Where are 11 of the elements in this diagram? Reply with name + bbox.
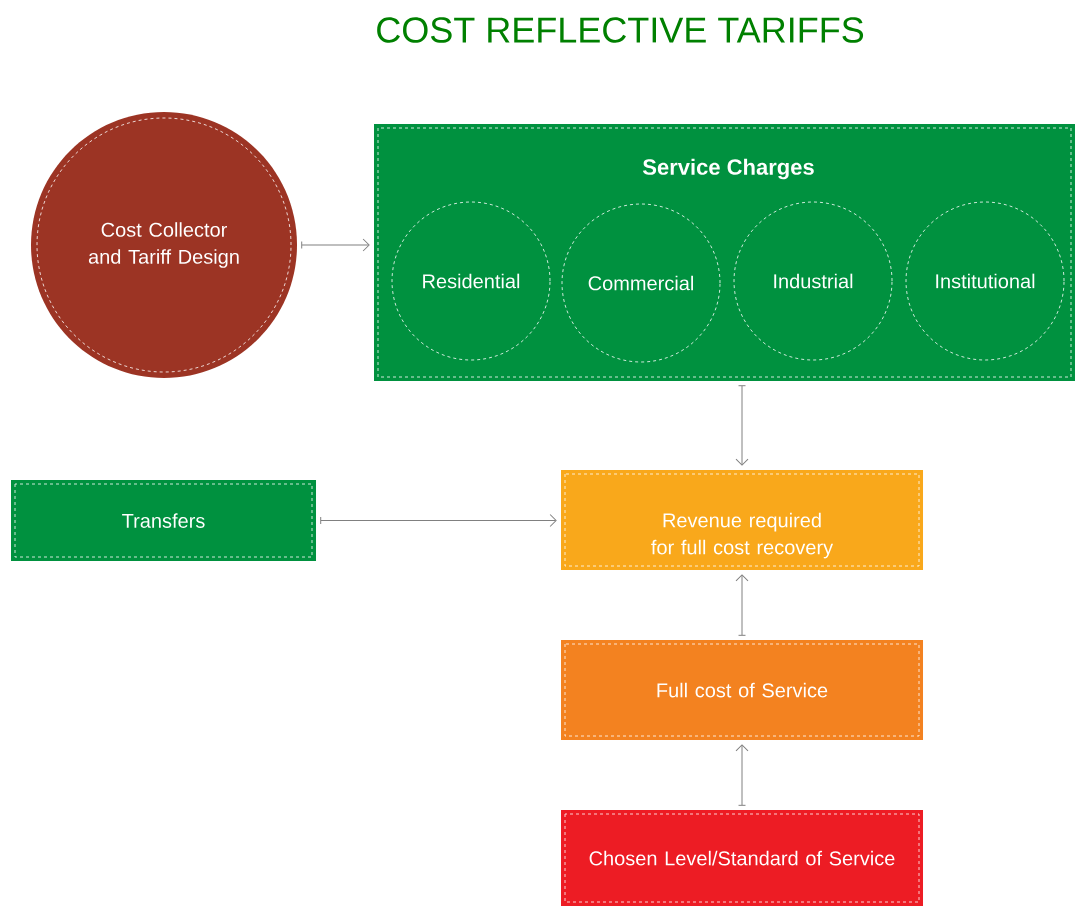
process-box: Full cost of Service (561, 640, 923, 740)
arrow (735, 574, 749, 636)
arrow (320, 514, 557, 527)
arrow (735, 744, 749, 806)
process-box: Transfers (11, 480, 316, 561)
circle-node: Cost Collector and Tariff Design (31, 112, 297, 378)
arrow (735, 385, 749, 466)
process-box: Chosen Level/Standard of Service (561, 810, 923, 906)
process-box: Revenue required for full cost recovery (561, 470, 923, 570)
title: COST REFLECTIVE TARIFFS (377, 17, 864, 43)
arrow (301, 238, 370, 252)
